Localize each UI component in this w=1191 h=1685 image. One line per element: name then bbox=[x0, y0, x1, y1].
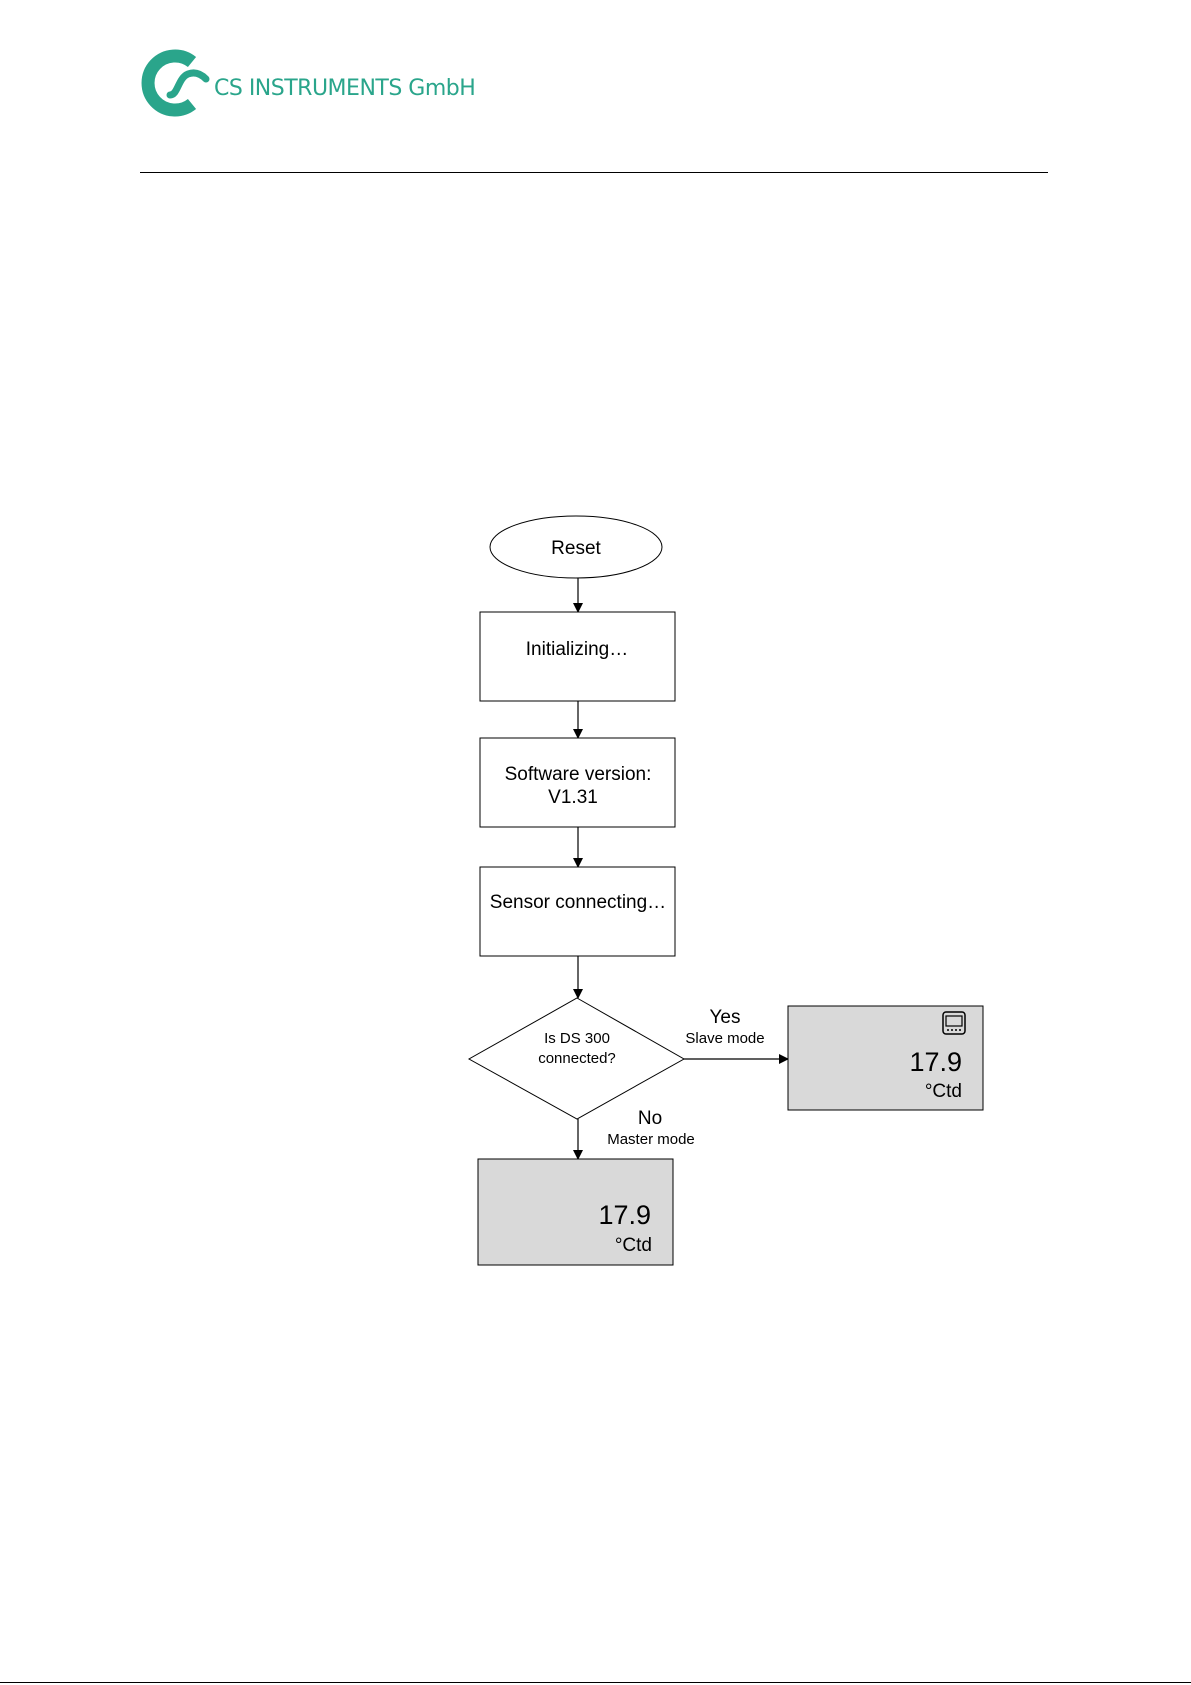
step-software-line1: Software version: bbox=[505, 764, 652, 785]
yes-sublabel: Slave mode bbox=[685, 1030, 764, 1047]
step-software-line2: V1.31 bbox=[548, 787, 598, 808]
slave-display-unit: °Ctd bbox=[925, 1081, 962, 1102]
yes-label: Yes bbox=[710, 1007, 741, 1028]
decision-line1: Is DS 300 bbox=[544, 1030, 610, 1047]
footer-divider bbox=[0, 1682, 1191, 1683]
no-label: No bbox=[638, 1108, 662, 1129]
step-initializing-label: Initializing… bbox=[526, 639, 628, 660]
step-sensor-label: Sensor connecting… bbox=[490, 892, 666, 913]
decision-line2: connected? bbox=[538, 1050, 616, 1067]
master-display-value: 17.9 bbox=[598, 1200, 651, 1230]
slave-display-value: 17.9 bbox=[909, 1047, 962, 1077]
no-sublabel: Master mode bbox=[607, 1131, 695, 1148]
start-label: Reset bbox=[551, 538, 601, 559]
master-display-unit: °Ctd bbox=[615, 1235, 652, 1256]
